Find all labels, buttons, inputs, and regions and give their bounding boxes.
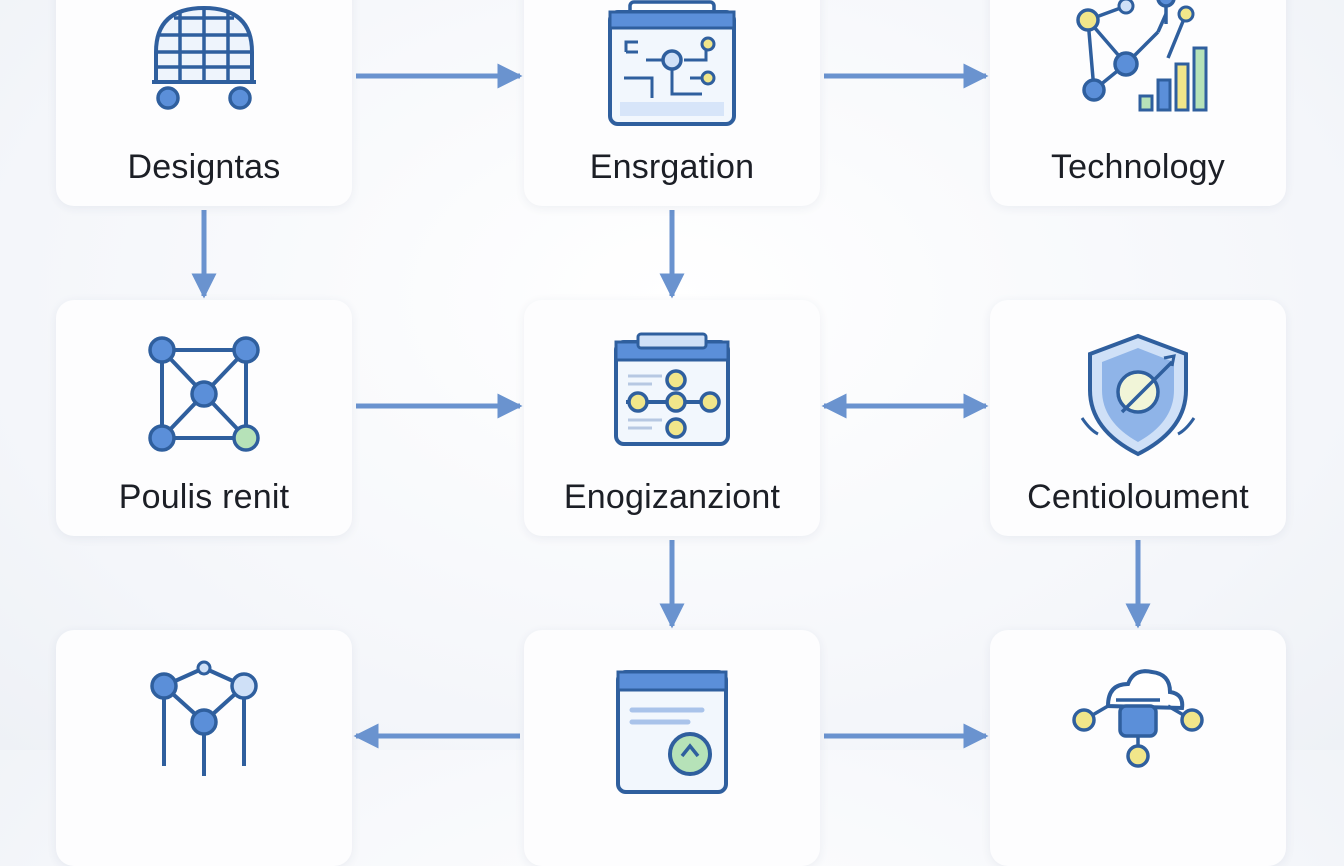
circuit-board-icon (608, 0, 736, 126)
globe-grid-icon (152, 5, 256, 110)
network-square-icon (148, 336, 260, 452)
node-label: Enogizanziont (563, 478, 781, 516)
node-cloud-network (990, 630, 1286, 866)
connector-layer (191, 63, 1151, 749)
node-label: Poulis renit (118, 478, 290, 516)
node-enogizanziont: Enogizanziont (524, 300, 820, 536)
node-ensrgation: Ensrgation (524, 0, 820, 206)
node-technology: Technology (990, 0, 1286, 206)
node-label: Ensrgation (589, 148, 755, 186)
network-bar-chart-icon (1076, 0, 1208, 112)
node-label: Technology (1050, 148, 1225, 186)
node-centioloument: Centioloument (990, 300, 1286, 536)
node-poulis-renit: Poulis renit (56, 300, 352, 536)
node-network-hexagon (56, 630, 352, 866)
node-browser-window (524, 630, 820, 866)
cloud-network-icon (1072, 669, 1204, 768)
network-hexagon-icon (150, 660, 258, 776)
slider-panel-icon (614, 332, 730, 446)
node-label: Centioloument (1027, 478, 1249, 516)
browser-window-icon (616, 670, 728, 794)
node-designtas: Designtas (56, 0, 352, 206)
node-label: Designtas (127, 148, 281, 186)
shield-icon (1080, 333, 1196, 457)
